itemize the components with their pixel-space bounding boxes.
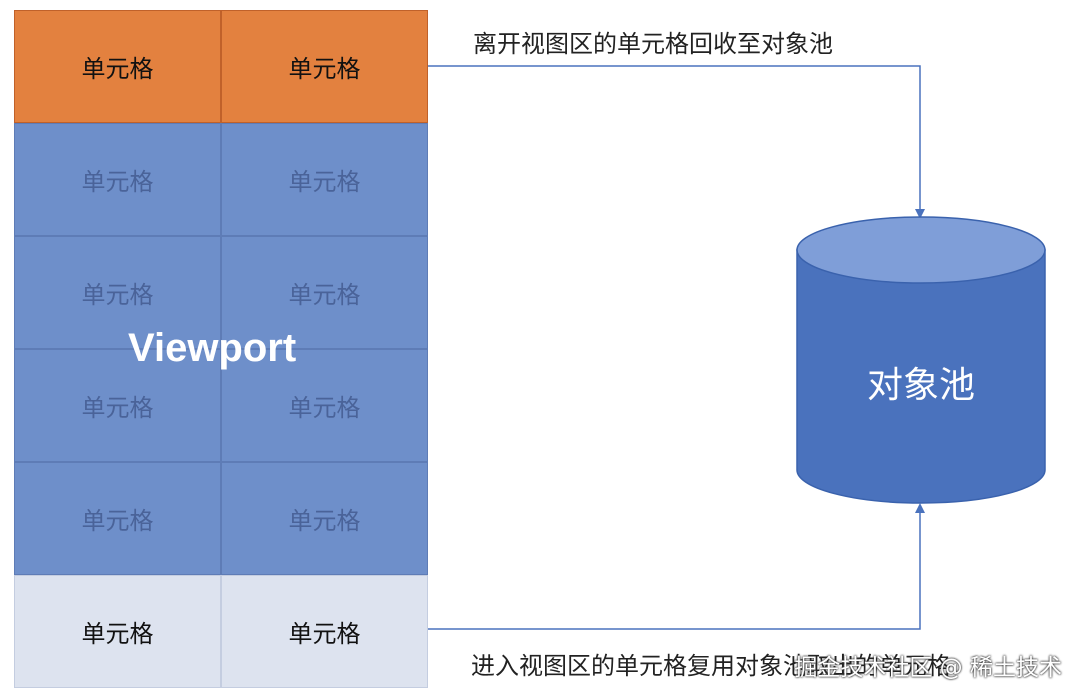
cell-exiting: 单元格 xyxy=(221,10,428,123)
reuse-arrow xyxy=(428,503,925,630)
object-pool-label: 对象池 xyxy=(866,365,975,406)
cell-entering: 单元格 xyxy=(221,575,428,688)
cell-viewport: 单元格 xyxy=(14,123,221,236)
cell-viewport: 单元格 xyxy=(221,462,428,575)
cell-grid: 单元格 单元格 单元格 单元格 单元格 单元格 单元格 单元格 单元格 单元格 … xyxy=(14,10,428,688)
watermark: 掘金技术社区 @ 稀土技术 xyxy=(794,655,1062,681)
cell-entering: 单元格 xyxy=(14,575,221,688)
cell-viewport: 单元格 xyxy=(221,349,428,462)
reuse-caption: 进入视图区的单元格复用对象池取出的单元格 xyxy=(471,652,951,680)
recycle-arrow xyxy=(428,65,925,219)
object-pool-cylinder xyxy=(796,216,1046,504)
cell-viewport: 单元格 xyxy=(221,236,428,349)
cell-viewport: 单元格 xyxy=(14,462,221,575)
viewport-label: Viewport xyxy=(128,326,297,370)
recycle-caption: 离开视图区的单元格回收至对象池 xyxy=(473,30,833,58)
cell-viewport: 单元格 xyxy=(221,123,428,236)
cell-viewport: 单元格 xyxy=(14,236,221,349)
cell-viewport: 单元格 xyxy=(14,349,221,462)
cell-exiting: 单元格 xyxy=(14,10,221,123)
